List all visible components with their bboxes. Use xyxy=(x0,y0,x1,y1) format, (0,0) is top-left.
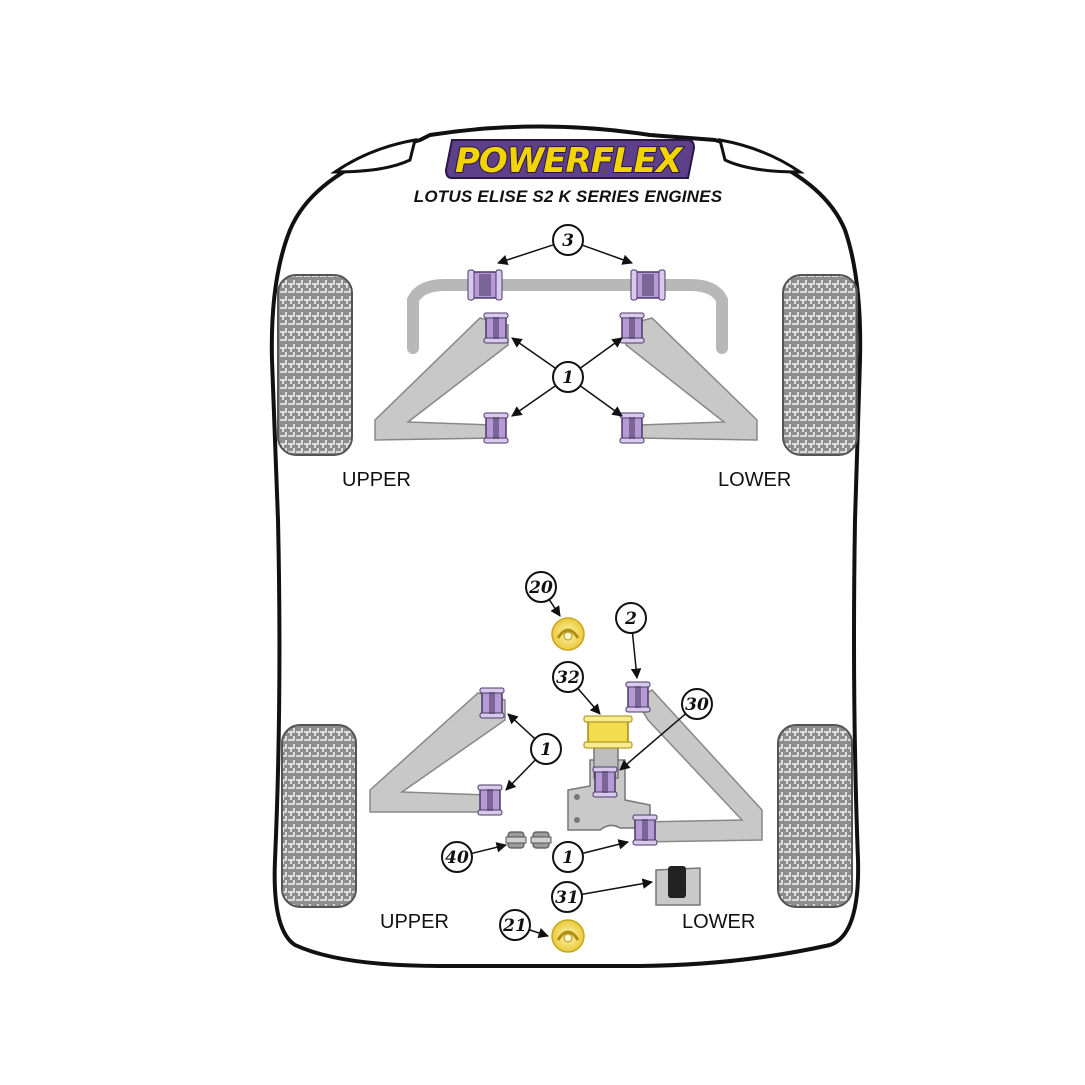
tyre-front-right xyxy=(782,274,858,456)
torque-rod-bush xyxy=(592,766,618,798)
leader-arrow xyxy=(497,243,554,266)
rear-lower-bush-bottom xyxy=(632,814,658,846)
leader-arrow xyxy=(577,687,601,715)
leader-arrow xyxy=(528,928,549,938)
callout-number: 1 xyxy=(562,368,574,388)
leader-arrow xyxy=(579,337,623,369)
front-upper-bush-bottom xyxy=(483,412,509,444)
callout-c2: 2 xyxy=(615,602,647,634)
rear-upper-bush-bottom xyxy=(477,784,503,816)
rear-lower-label: LOWER xyxy=(682,911,755,933)
callout-c30: 30 xyxy=(681,688,713,720)
engine-mount-insert xyxy=(583,715,633,749)
bushes-group xyxy=(467,269,666,953)
front-lower-bush-top xyxy=(619,312,645,344)
callout-number: 21 xyxy=(502,916,527,936)
tyre-rear-right xyxy=(777,724,853,908)
leader-arrow xyxy=(471,842,508,855)
leader-arrow xyxy=(579,385,623,417)
callout-c40: 40 xyxy=(441,841,473,873)
rear-lower-bush-top xyxy=(625,681,651,713)
callout-c32: 32 xyxy=(552,661,584,693)
callout-c21: 21 xyxy=(499,909,531,941)
front-lower-bush-bottom xyxy=(619,412,645,444)
front-arb-bush-right xyxy=(630,269,666,301)
rear-upper-label: UPPER xyxy=(380,911,449,933)
callout-number: 3 xyxy=(562,231,574,251)
headlight-left xyxy=(330,138,418,174)
yellow-insert-21 xyxy=(551,919,585,953)
callout-number: 2 xyxy=(624,609,637,629)
diagram-subtitle: LOTUS ELISE S2 K SERIES ENGINES xyxy=(414,187,723,206)
callout-c1_front: 1 xyxy=(552,361,584,393)
yellow-insert-20 xyxy=(551,617,585,651)
leader-arrow xyxy=(511,337,557,370)
front-anti-roll-bar xyxy=(407,279,728,354)
leader-arrow xyxy=(507,713,536,740)
callout-c1_rear_upper: 1 xyxy=(530,733,562,765)
leader-arrow xyxy=(630,632,642,680)
callout-number: 31 xyxy=(555,888,579,908)
callout-number: 32 xyxy=(556,668,580,688)
front-lower-label: LOWER xyxy=(718,469,791,491)
front-upper-label: UPPER xyxy=(342,469,411,491)
front-lower-wishbone xyxy=(625,317,758,441)
logo-text: POWERFLEX xyxy=(455,141,684,181)
leader-arrow xyxy=(505,759,537,791)
callout-c31: 31 xyxy=(551,881,583,913)
leader-arrow xyxy=(582,839,630,855)
tyre-front-left xyxy=(277,274,353,456)
leader-arrow xyxy=(581,244,633,265)
callout-number: 30 xyxy=(685,695,709,715)
callout-c20: 20 xyxy=(525,571,557,603)
leader-arrow xyxy=(581,878,654,896)
leader-arrow xyxy=(619,713,687,771)
callout-number: 40 xyxy=(445,848,469,868)
leader-arrow xyxy=(511,384,557,417)
powerflex-logo: POWERFLEX xyxy=(444,139,696,182)
callout-number: 20 xyxy=(528,578,553,598)
callout-c1_rear_lower: 1 xyxy=(552,841,584,873)
headlight-right xyxy=(717,138,805,174)
front-arb-bush-left xyxy=(467,269,503,301)
tyre-rear-left xyxy=(281,724,357,908)
callout-c3: 3 xyxy=(552,224,584,256)
callout-number: 1 xyxy=(540,740,552,760)
gear-linkage-bushes xyxy=(505,831,552,849)
rear-upper-bush-top xyxy=(479,687,505,719)
callout-number: 1 xyxy=(562,848,574,868)
leader-arrow xyxy=(548,599,561,617)
front-upper-bush-top xyxy=(483,312,509,344)
